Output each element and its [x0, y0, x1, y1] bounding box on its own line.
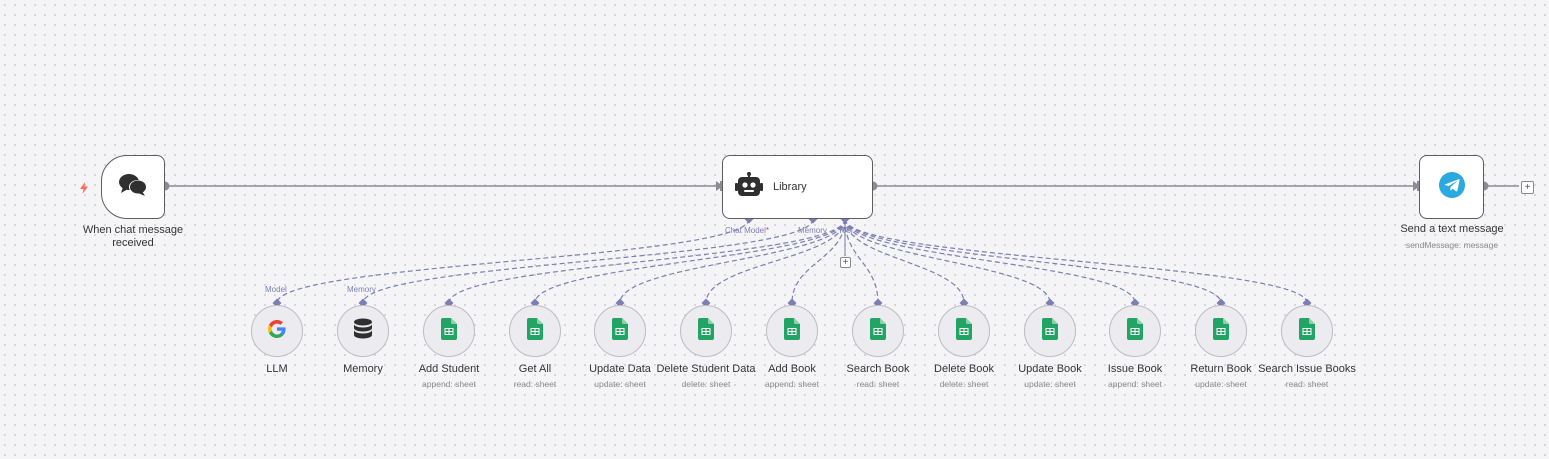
sub-node-operation: append: sheet: [765, 379, 819, 389]
port-label-chat-model: Chat Model*: [725, 226, 770, 235]
sub-node-operation: append: sheet: [1108, 379, 1162, 389]
agent-input-handle: [720, 181, 723, 191]
sub-node-issue-book[interactable]: [1109, 305, 1161, 357]
sub-node-operation: read: sheet: [1285, 379, 1329, 389]
wire-tool-10: [844, 218, 1136, 304]
sub-node-title: Memory: [343, 363, 383, 375]
sheets-icon: [698, 317, 714, 345]
sheets-icon: [612, 317, 628, 345]
sheets-icon: [441, 317, 457, 345]
sub-node-title: Return Book: [1190, 363, 1252, 375]
sub-node-title: LLM: [266, 363, 288, 375]
robot-icon: [735, 171, 763, 203]
telegram-node-title: Send a text message: [1400, 223, 1504, 235]
sub-node-delete-book[interactable]: [938, 305, 990, 357]
telegram-input-arrow: [1413, 181, 1420, 191]
sheets-icon: [956, 317, 972, 345]
trigger-bolt-icon: [79, 181, 89, 199]
ai-agent-node[interactable]: Library: [722, 155, 873, 219]
trigger-node-title: When chat message received: [82, 224, 184, 249]
sheets-icon: [1213, 317, 1229, 345]
wire-tool-6: [791, 218, 846, 304]
sheets-icon: [1127, 317, 1143, 345]
sub-node-operation: update: sheet: [1024, 379, 1076, 389]
sheets-icon: [527, 317, 543, 345]
sub-node-get-all[interactable]: [509, 305, 561, 357]
sheets-icon: [784, 317, 800, 345]
wire-tool-11: [844, 218, 1222, 304]
sub-node-title: Add Book: [768, 363, 816, 375]
wire-tool-2: [448, 218, 846, 304]
port-label-tool: Tool: [838, 226, 853, 235]
add-next-node-button[interactable]: +: [1521, 181, 1534, 194]
port-label-memory: Memory: [798, 226, 827, 235]
agent-input-arrow: [716, 181, 723, 191]
wire-model-to-llm: [276, 218, 750, 304]
sub-node-operation: update: sheet: [1195, 379, 1247, 389]
sub-node-operation: delete: sheet: [681, 379, 731, 389]
sub-node-title: Delete Student Data: [656, 363, 756, 375]
wire-tool-4: [619, 218, 846, 304]
sub-node-operation: update: sheet: [594, 379, 646, 389]
sub-node-update-data[interactable]: [594, 305, 646, 357]
wire-tool-8: [844, 218, 965, 304]
sub-node-search-issue-books[interactable]: [1281, 305, 1333, 357]
sub-node-title: Get All: [518, 363, 552, 375]
sheets-icon: [1042, 317, 1058, 345]
sub-port-label-model: Model: [265, 285, 287, 294]
sub-port-label-memory: Memory: [347, 285, 376, 294]
sub-node-title: Search Book: [846, 363, 910, 375]
telegram-input-handle: [1417, 181, 1420, 191]
sub-node-operation: delete: sheet: [939, 379, 989, 389]
telegram-node-operation: sendMessage: message: [1405, 240, 1499, 250]
wire-tool-5: [705, 218, 846, 304]
sub-node-operation: read: sheet: [856, 379, 900, 389]
wire-tool-9: [844, 218, 1051, 304]
wire-tool-3: [534, 218, 846, 304]
sub-node-title: Update Data: [589, 363, 651, 375]
sub-node-delete-student-data[interactable]: [680, 305, 732, 357]
wire-memory-to-memory: [362, 218, 814, 304]
database-icon: [353, 318, 373, 345]
sub-node-title: Delete Book: [934, 363, 994, 375]
wire-tool-12: [844, 218, 1308, 304]
telegram-icon: [1438, 171, 1466, 204]
sheets-icon: [870, 317, 886, 345]
sub-node-title: Update Book: [1018, 363, 1082, 375]
sub-node-llm[interactable]: [251, 305, 303, 357]
sub-node-return-book[interactable]: [1195, 305, 1247, 357]
sub-node-operation: append: sheet: [422, 379, 476, 389]
sub-node-update-book[interactable]: [1024, 305, 1076, 357]
sub-node-title: Add Student: [418, 363, 480, 375]
sub-node-title: Search Issue Books: [1258, 363, 1356, 375]
agent-node-title: Library: [773, 181, 807, 193]
chat-bubbles-icon: [118, 172, 148, 203]
chat-trigger-node[interactable]: [101, 155, 165, 219]
sub-node-memory[interactable]: [337, 305, 389, 357]
sub-node-add-student[interactable]: [423, 305, 475, 357]
sub-node-title: Issue Book: [1107, 363, 1163, 375]
google-icon: [267, 319, 287, 344]
wire-tool-7: [844, 218, 879, 304]
sheets-icon: [1299, 317, 1315, 345]
add-tool-plus-button[interactable]: +: [840, 257, 851, 268]
sub-node-search-book[interactable]: [852, 305, 904, 357]
telegram-node[interactable]: [1419, 155, 1484, 219]
sub-node-operation: read: sheet: [513, 379, 557, 389]
sub-node-add-book[interactable]: [766, 305, 818, 357]
